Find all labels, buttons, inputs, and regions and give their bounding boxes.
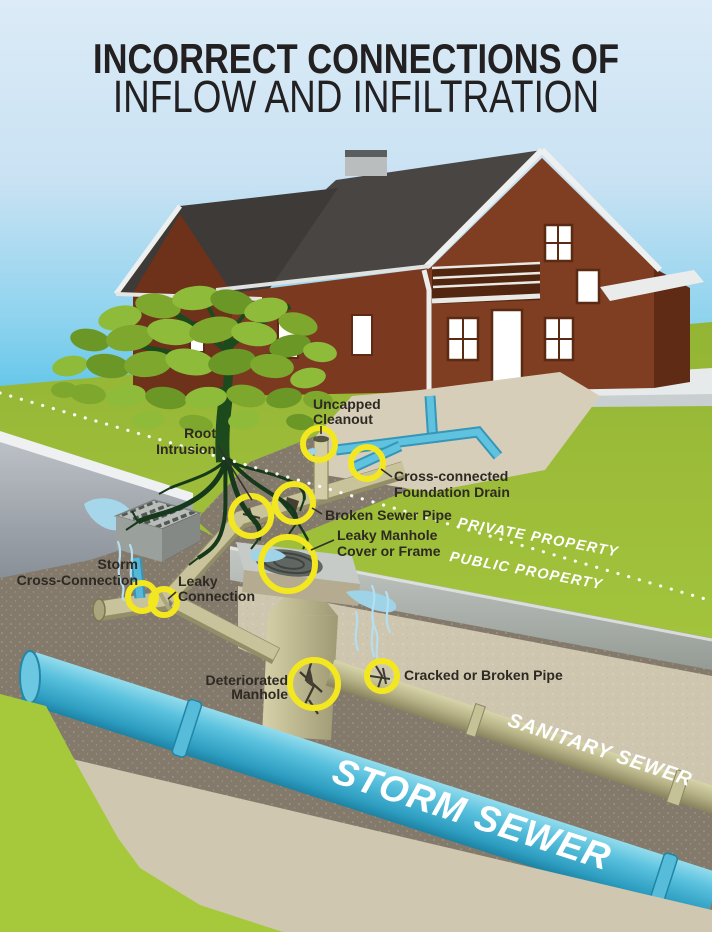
label-leaky-connection: Leaky xyxy=(178,573,218,589)
circle-leaky-manhole xyxy=(258,534,318,594)
bargeboard xyxy=(113,204,183,296)
infiltration-water xyxy=(370,584,381,664)
label-leaky-manhole: Leaky Manhole xyxy=(337,527,438,543)
downspout xyxy=(421,269,432,392)
label-leaky-manhole-2: Cover or Frame xyxy=(337,543,441,559)
tree-canopy xyxy=(51,285,337,434)
inlet-right-face xyxy=(162,513,200,562)
label-root-intrusion-2: Intrusion xyxy=(156,441,216,457)
infiltration-water xyxy=(384,590,392,634)
sanitary-sewer-pipe xyxy=(325,659,712,818)
cleanout-pipe xyxy=(313,437,329,501)
storm-pipe-end-cap xyxy=(19,650,41,704)
pipe-crack xyxy=(369,665,391,689)
inlet-front xyxy=(116,516,162,562)
foundation-drain xyxy=(335,395,503,473)
balcony-floor xyxy=(431,293,541,304)
lateral-to-manhole xyxy=(171,595,279,660)
window xyxy=(575,268,601,305)
drip-water xyxy=(354,610,360,652)
label-broken-sewer-pipe: Broken Sewer Pipe xyxy=(325,507,452,523)
balcony xyxy=(432,262,540,304)
wall-gable xyxy=(430,158,654,392)
porch-roof xyxy=(600,270,704,301)
title-block: INCORRECT CONNECTIONS OF INFLOW AND INFI… xyxy=(93,36,619,122)
label-deteriorated-manhole: Deteriorated xyxy=(206,672,288,688)
label-deteriorated-manhole-2: Manhole xyxy=(231,686,288,702)
cleanout-opening xyxy=(313,435,329,443)
pipe-coupling xyxy=(171,698,203,758)
label-storm-cross-connection-2: Cross-Connection xyxy=(17,572,138,588)
circle-broken-sewer-pipe xyxy=(272,481,316,525)
drain-horizontal xyxy=(335,428,501,459)
leak-water xyxy=(116,540,126,602)
wall-right-side xyxy=(654,268,690,388)
lateral-body xyxy=(163,461,406,603)
label-storm-cross-connection: Storm xyxy=(98,556,138,572)
grass-bottom-wedge xyxy=(0,694,283,932)
drain-branch xyxy=(350,442,402,472)
circle-root-intrusion xyxy=(228,493,274,539)
circle-storm-cross-connection xyxy=(125,580,159,614)
gutter xyxy=(215,264,431,292)
bargeboard xyxy=(423,147,545,270)
cleanout-riser xyxy=(305,435,329,501)
earth-tan-bottom xyxy=(0,742,712,932)
label-uncapped-cleanout: Uncapped xyxy=(313,396,381,412)
callout-labels: Uncapped Cleanout Root Intrusion Cross-c… xyxy=(17,396,563,702)
curb xyxy=(0,431,193,503)
label-cross-connected-2: Foundation Drain xyxy=(394,484,510,500)
balcony-rail xyxy=(432,271,541,280)
circle-cracked-pipe xyxy=(364,658,400,694)
pipe-joint xyxy=(465,703,486,738)
callout-circles xyxy=(125,425,400,711)
circle-deteriorated-manhole xyxy=(287,657,341,711)
label-uncapped-cleanout-2: Cleanout xyxy=(313,411,373,427)
pipe-joint xyxy=(665,768,691,807)
circle-uncapped-cleanout xyxy=(300,425,338,463)
joint-ring xyxy=(158,591,172,612)
balcony-rail xyxy=(431,261,541,270)
chimney-cap xyxy=(345,150,387,157)
label-root-intrusion: Root xyxy=(184,425,216,441)
drop-pipe xyxy=(132,557,144,599)
manhole-crack-gap xyxy=(306,668,314,688)
balcony-rail xyxy=(432,280,541,289)
sanitary-pipe-body xyxy=(325,659,712,818)
leak-water xyxy=(128,543,136,588)
door xyxy=(490,308,524,390)
roof-main-slope xyxy=(216,150,542,290)
circle-leaky-connection xyxy=(148,586,180,618)
bargeboard xyxy=(539,147,663,273)
label-cross-connected: Cross-connected xyxy=(394,468,508,484)
label-leaky-connection-2: Connection xyxy=(178,588,255,604)
storm-sewer-pipe xyxy=(19,650,712,924)
title-line2: INFLOW AND INFILTRATION xyxy=(113,72,599,122)
title-line1: INCORRECT CONNECTIONS OF xyxy=(93,36,619,83)
circle-cross-connected xyxy=(348,444,386,482)
window xyxy=(351,314,373,356)
slab-water xyxy=(346,590,397,613)
leader-lines xyxy=(167,426,393,600)
property-boundary-line xyxy=(0,391,712,603)
label-cracked-pipe: Cracked or Broken Pipe xyxy=(404,667,563,683)
capped-end xyxy=(92,598,106,622)
